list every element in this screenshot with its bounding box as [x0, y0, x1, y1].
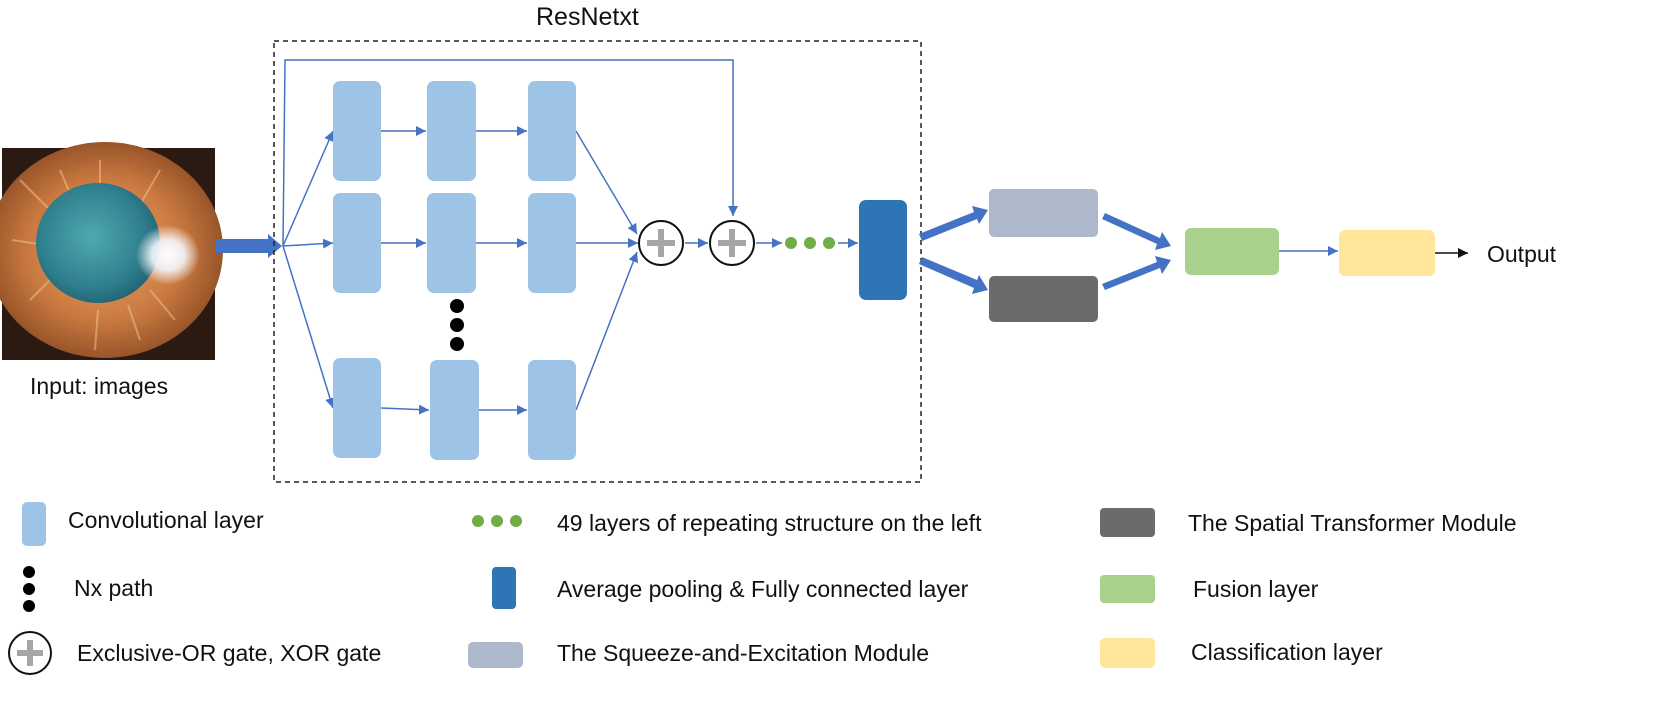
conv-block	[528, 193, 576, 293]
legend-nx-path-icon	[23, 566, 35, 612]
legend-stm-label: The Spatial Transformer Module	[1188, 510, 1517, 536]
legend-fusion-label: Fusion layer	[1193, 576, 1319, 602]
conv-block	[528, 360, 576, 460]
conv-block	[333, 358, 381, 458]
legend-fusion-icon	[1100, 575, 1155, 603]
conv-block	[333, 81, 381, 181]
stm-module-block	[989, 276, 1098, 322]
legend-xor-icon	[8, 631, 52, 675]
classification-layer-block	[1339, 230, 1435, 276]
legend-stm-icon	[1100, 508, 1155, 537]
legend-classification-icon	[1100, 638, 1155, 668]
repeat-dots	[785, 237, 835, 249]
legend-classification-label: Classification layer	[1191, 639, 1383, 665]
conv-blocks	[333, 81, 576, 460]
legend-se-label: The Squeeze-and-Excitation Module	[557, 640, 930, 666]
resnetxt-title: ResNetxt	[536, 3, 639, 31]
conv-block	[427, 193, 476, 293]
pool-fc-block	[859, 200, 907, 300]
xor-gate	[709, 220, 755, 266]
xor-gate	[638, 220, 684, 266]
input-arrow	[215, 234, 282, 258]
conv-block	[528, 81, 576, 181]
legend-xor-label: Exclusive-OR gate, XOR gate	[77, 640, 382, 666]
input-label: Input: images	[30, 373, 169, 399]
input-image	[0, 142, 223, 360]
legend-conv-label: Convolutional layer	[68, 507, 264, 533]
conv-block	[333, 193, 381, 293]
output-label: Output	[1487, 241, 1557, 267]
legend-repeat-icon	[472, 515, 522, 527]
legend-pool-fc-icon	[492, 567, 516, 609]
legend-nx-path-label: Nx path	[74, 575, 154, 601]
conv-block	[427, 81, 476, 181]
module-arrows	[919, 206, 1171, 294]
legend-repeat-label: 49 layers of repeating structure on the …	[557, 510, 982, 536]
conv-block	[430, 360, 479, 460]
branch-arrows	[282, 59, 858, 415]
legend-se-icon	[468, 642, 523, 668]
fusion-layer-block	[1185, 228, 1279, 275]
legend-pool-fc-label: Average pooling & Fully connected layer	[557, 576, 969, 602]
nx-path-dots	[450, 299, 464, 351]
legend-conv-icon	[22, 502, 46, 546]
se-module-block	[989, 189, 1098, 237]
